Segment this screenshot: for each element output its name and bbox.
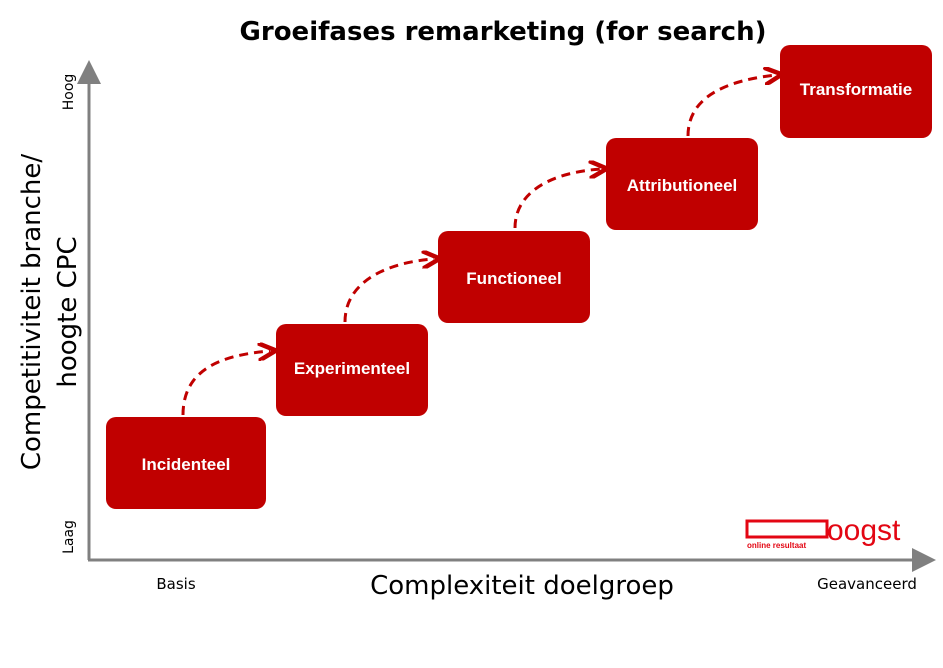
svg-text:Transformatie: Transformatie [800,80,912,99]
x-axis-label: Complexiteit doelgroep [370,571,674,601]
y-axis-low: Laag [61,520,77,554]
svg-text:Functioneel: Functioneel [466,269,561,288]
y-axis-label-line2: hoogte CPC [53,236,83,387]
svg-text:online resultaat: online resultaat [747,541,806,550]
y-axis-high: Hoog [61,74,77,111]
oogst-logo: oogst online resultaat [745,514,901,550]
step-arrow-3 [513,169,601,229]
stage-functioneel: Functioneel [438,231,590,323]
svg-text:oogst: oogst [827,514,901,547]
svg-text:Experimenteel: Experimenteel [294,359,410,378]
stage-transformatie: Transformatie [780,45,932,138]
x-axis-low: Basis [156,575,195,593]
svg-text:Incidenteel: Incidenteel [142,455,231,474]
x-axis-high: Geavanceerd [817,575,917,593]
y-axis-label-line1: Competitiviteit branche/ [17,154,47,471]
stage-attributioneel: Attributioneel [606,138,758,230]
stage-incidenteel: Incidenteel [106,417,266,509]
svg-text:Attributioneel: Attributioneel [627,176,738,195]
stage-experimenteel: Experimenteel [276,324,428,416]
title: Groeifases remarketing (for search) [240,17,767,47]
step-arrow-4 [686,75,776,137]
step-arrow-1 [181,351,270,416]
step-arrow-2 [343,259,434,323]
